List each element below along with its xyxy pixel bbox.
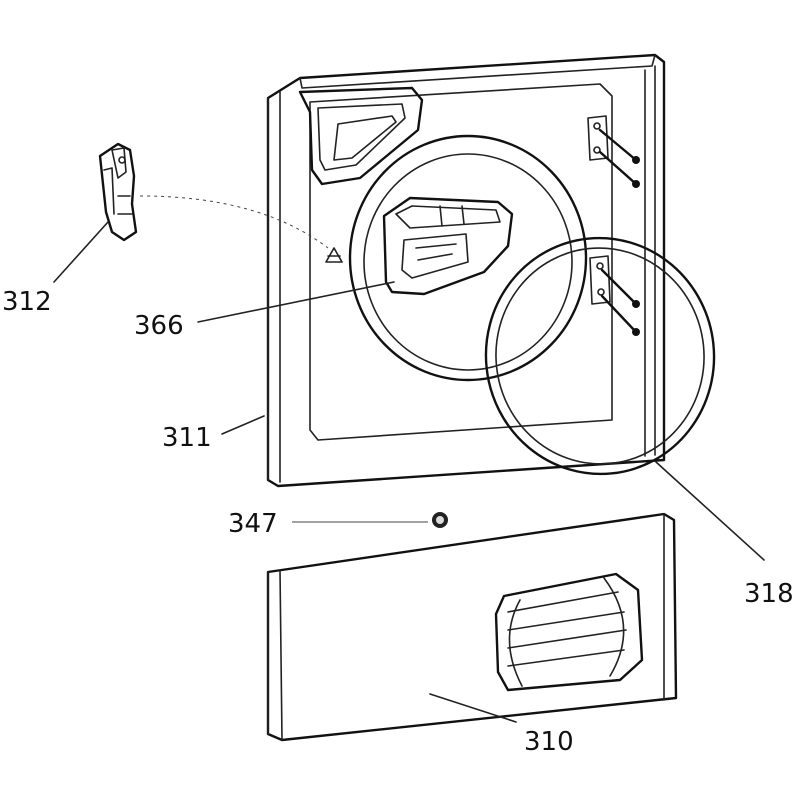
callout-310: 310 <box>524 727 574 757</box>
callout-318: 318 <box>744 579 794 609</box>
leader-318 <box>655 461 765 561</box>
door-handle-366 <box>382 196 514 296</box>
front-panel-311 <box>266 53 666 488</box>
callout-312: 312 <box>2 287 52 317</box>
callout-366: 366 <box>134 311 184 341</box>
leader-311 <box>221 415 265 435</box>
hinge-screws <box>598 128 640 336</box>
leader-310 <box>429 693 517 723</box>
kick-plate-310 <box>266 512 678 742</box>
callout-311: 311 <box>162 423 212 453</box>
callout-347: 347 <box>228 509 278 539</box>
leader-366 <box>197 281 395 323</box>
hinge-bracket-312 <box>98 142 138 242</box>
screw-347 <box>432 512 448 528</box>
leader-312 <box>53 221 109 283</box>
hinge-dotted-guide <box>139 195 329 249</box>
door-seal-318 <box>484 236 716 476</box>
